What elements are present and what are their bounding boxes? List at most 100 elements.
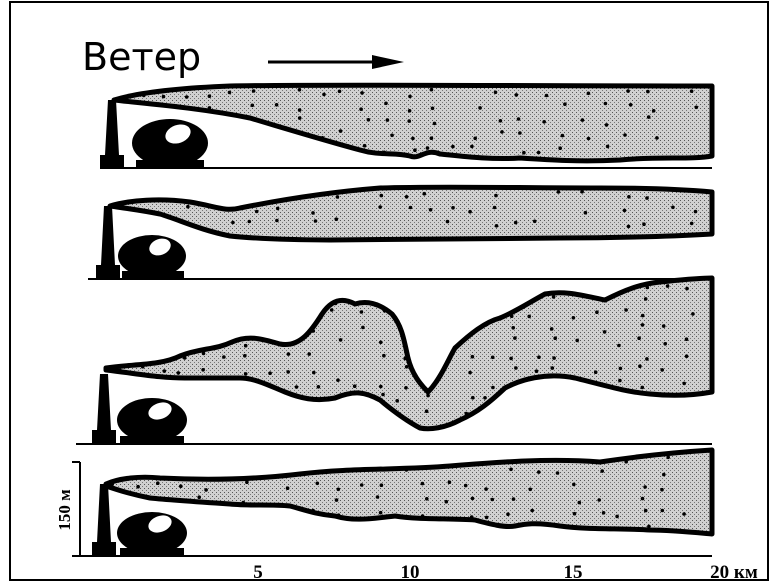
plume-dot xyxy=(493,90,498,95)
plume-dot xyxy=(602,330,607,334)
plume-dot xyxy=(660,368,664,372)
plume-dot xyxy=(551,295,556,299)
plume-dot xyxy=(615,514,619,519)
plume-dot xyxy=(689,89,694,93)
plume-dot xyxy=(544,93,549,98)
plume-dot xyxy=(142,93,146,98)
plume-dot xyxy=(637,336,641,341)
plume-dot xyxy=(451,206,455,210)
plume-dot xyxy=(336,487,341,492)
plume-dot xyxy=(605,144,610,149)
plume-dot xyxy=(622,208,627,213)
plume-dot xyxy=(136,484,140,489)
plume-dot xyxy=(684,337,689,342)
plume-dot xyxy=(312,370,316,375)
plume-dot xyxy=(263,381,267,386)
plume-dot xyxy=(556,190,561,194)
plume-dot xyxy=(222,355,226,359)
plume-dot xyxy=(646,115,651,119)
plume-dot xyxy=(311,211,315,215)
plume-dot xyxy=(179,484,183,489)
plume-dot xyxy=(618,366,623,371)
plume-dot xyxy=(379,483,384,488)
plume-dot xyxy=(274,103,279,107)
plume-dot xyxy=(297,108,302,112)
plume-dot xyxy=(447,480,452,485)
plume-dot xyxy=(655,136,659,140)
storage-tank-icon xyxy=(117,398,187,444)
plume-dot xyxy=(514,93,519,97)
plume-dot xyxy=(559,458,563,463)
plume-dot xyxy=(366,118,371,122)
plume-dot xyxy=(420,514,425,518)
plume-dot xyxy=(468,209,472,214)
plume-dot xyxy=(395,399,400,403)
plume-dot xyxy=(494,193,498,198)
plume-dot xyxy=(513,220,518,225)
plume-dot xyxy=(572,482,576,487)
plume-dot xyxy=(404,386,408,390)
plume-dot xyxy=(689,221,694,226)
plume-dot xyxy=(140,364,145,369)
plume-dot xyxy=(275,218,279,223)
plume-dot xyxy=(626,89,630,93)
plume-dot xyxy=(660,508,665,513)
plume-dot xyxy=(509,467,513,472)
plume-dot xyxy=(645,357,649,361)
plume-dot xyxy=(651,109,656,113)
plume-dot xyxy=(231,220,235,225)
plume-dot xyxy=(577,500,582,505)
figure-frame xyxy=(9,1,769,581)
plume-dot xyxy=(336,513,341,517)
plume-dot xyxy=(201,368,205,372)
plume-dot xyxy=(593,370,598,375)
chimney-stack-icon xyxy=(92,374,116,444)
plume-dot xyxy=(601,511,606,515)
plume-dot xyxy=(186,204,190,209)
plume-dot xyxy=(509,356,513,361)
plume-dot xyxy=(338,338,343,342)
plume-dot xyxy=(522,150,526,155)
plume-dot xyxy=(624,459,628,464)
plume-dot xyxy=(555,471,560,475)
plume-dot xyxy=(514,366,518,370)
plume-dot xyxy=(362,143,367,148)
plume-dot xyxy=(528,487,533,492)
plume-dot xyxy=(382,308,387,313)
plume-dot xyxy=(646,89,650,94)
scale-label: 150 м xyxy=(55,489,74,531)
plume-dot xyxy=(110,482,114,487)
plume-dot xyxy=(511,497,516,501)
plume-dot xyxy=(408,94,412,99)
plume-dot xyxy=(571,316,576,320)
plume-dot xyxy=(586,91,591,96)
plume-dot xyxy=(494,224,499,228)
plume-dot xyxy=(597,498,601,502)
plume-dot xyxy=(645,196,649,200)
plume-dot xyxy=(227,90,232,95)
wind-title: Ветер xyxy=(82,35,201,79)
plume-dot xyxy=(118,368,122,373)
plume-dot xyxy=(684,354,689,359)
plume-dot xyxy=(241,500,246,505)
plume-dot xyxy=(250,103,255,108)
plume-dot xyxy=(580,118,585,122)
plume-dot xyxy=(511,326,515,330)
plume-dot xyxy=(247,219,252,224)
plume-dot xyxy=(359,310,364,314)
plume-dot xyxy=(254,209,259,214)
plume-dot xyxy=(484,515,489,520)
plume-dot xyxy=(286,370,291,374)
plume-dot xyxy=(407,119,412,123)
x-tick-10: 10 xyxy=(401,562,420,582)
plume-dot xyxy=(329,308,334,312)
x-tick-20-km: 20 км xyxy=(710,562,758,582)
plume-dot xyxy=(550,366,555,370)
plume-dot xyxy=(251,89,256,93)
plume-dot xyxy=(424,409,429,414)
plume-dot xyxy=(207,94,212,98)
plume-dot xyxy=(537,355,541,360)
plume-dot xyxy=(694,105,699,110)
plume-dot xyxy=(469,515,474,519)
